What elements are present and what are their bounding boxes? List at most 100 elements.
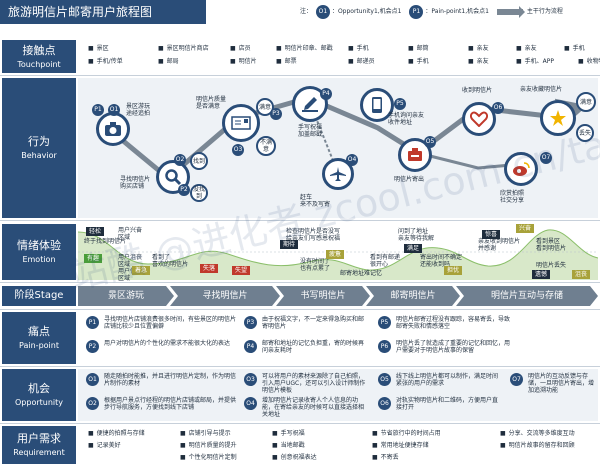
badge-o6: O6 [492,102,504,114]
requirement-label-en: Requirement [13,448,65,457]
painpoint-badge: P6 [378,340,391,353]
row-label-touchpoint: 接触点 Touchpoint [2,40,76,73]
label-no-time: 赶车 来不及写寄 [300,194,331,208]
painpoint-badge: P4 [244,340,257,353]
row-label-behavior: 行为 Behavior [2,78,76,218]
opportunity-label-en: Opportunity [14,398,63,407]
page-title: 旅游明信片邮寄用户旅程图 [0,0,206,24]
painpoint-badge: P3 [244,316,257,329]
touchpoint-item: 明信片印章、邮戳 [276,44,333,53]
airplane-icon [330,167,346,181]
requirement-item: 便捷的拍照与存储 [88,430,145,438]
postcard-icon [231,116,251,130]
label-share: 欣赏拍照 社交分享 [500,190,525,204]
row-label-stage: 阶段Stage [2,286,76,306]
node-satisfied: 满意 [256,98,274,116]
badge-p5: P5 [394,98,406,110]
opportunity-text: 明信片的互动反馈与存储，一旦明信片寄出，增加追溯功能 [528,373,595,394]
node-no-time [322,158,354,190]
legend-opportunity-badge: O1 [315,4,330,19]
touchpoint-item: 邮筒 [408,44,429,53]
requirement-item: 记录美好 [88,442,121,450]
behavior-label-en: Behavior [21,151,57,160]
requirement-item: 创意祝福表达 [272,454,317,462]
opportunity-badge: O1 [86,373,99,386]
legend-painpoint-text: ：Pain-point1,机会点1 [425,8,489,15]
node-lost: 丢失 [576,124,594,142]
row-label-opportunity: 机会 Opportunity [2,369,76,421]
emotion-label: 没有时间了 也有点累了 [300,258,331,272]
legend-arrow-icon [496,5,525,18]
camera-icon [105,122,121,136]
opportunity-text: 根据用户景点行经程的明信片店铺或邮局，并提供步行导航服务，方便找到线下店铺 [104,397,237,411]
stage-mail-postcard: 邮寄明信片 [366,286,460,306]
emotion-tag: 兴奋 [516,224,535,233]
opportunity-badge: O7 [510,373,523,386]
opportunity-text: 线下线上明信片都可以制作，满足时间紧张的用户的需求 [396,373,499,387]
requirement-item: 明信片质量的提升 [180,442,237,450]
painpoint-label-cn: 痛点 [28,325,50,338]
requirement-item: 常用地址便捷存储 [372,442,429,450]
opportunity-text: 可以将用户的素材来源除了自己拍照，引入用户UGC，还可以引入设计师制作明信片模板 [262,373,366,394]
touchpoint-item: 景区 [88,44,109,53]
emotion-label-en: Emotion [22,255,56,264]
opportunity-badge: O2 [86,397,99,410]
opportunity-text: 对轨实物明信片和二维码，方便用户直接打开 [396,397,499,411]
badge-o4: O4 [346,154,358,166]
touchpoint-item: 邮递员 [348,57,375,66]
search-icon [165,169,182,186]
emotion-tag: 失望 [232,266,251,275]
opportunity-badge: O5 [378,373,391,386]
node-received [462,102,496,136]
node-favorite: 满意 [576,92,596,112]
emotion-zone-excited: 用户兴奋 区域 [118,227,143,241]
requirement-label-cn: 用户需求 [17,432,61,445]
behavior-band [78,78,598,218]
touchpoint-item: 邮局 [158,57,179,66]
painpoint-badge: P1 [86,316,99,329]
painpoint-text: 由于祝福文字，不一定来得急购买和邮寄明信片 [262,316,365,330]
badge-p2: P2 [178,184,190,196]
requirement-item: 节省旅行中的时间占用 [372,430,441,438]
emotion-label: 亲友收到明信片 并感谢 [478,238,521,252]
label-ask-address: 手机询问亲友 收件地址 [388,112,425,126]
badge-o1: O1 [108,104,120,116]
node-handwrite [292,86,328,122]
node-postcard-quality [222,104,260,142]
emotion-tag: 满足 [404,244,423,253]
emotion-tag: 惊喜 [482,230,501,239]
emotion-tag: 着急 [132,266,151,275]
emotion-tag: 失落 [200,264,219,273]
requirement-item: 个性化明信片定制 [180,454,237,462]
touchpoint-item: 亲友 [468,44,489,53]
label-mail-sent: 明信片寄出 [394,176,425,183]
badge-o7: O7 [540,152,552,164]
divider [0,220,600,221]
painpoint-badge: P5 [378,316,391,329]
legend-arrow-text: ：主干行为流程 [520,8,563,15]
emotion-tag: 遗憾 [532,270,551,279]
emotion-label: 寄出时间不确定 还能收到吗 [420,254,463,268]
stage-sightseeing: 景区游玩 [78,286,174,306]
touchpoint-item: 手机 [348,44,369,53]
divider [0,75,600,76]
opportunity-text: 随走随拍时能推，并且进行明信片定制，作为明信片制作的素材 [104,373,237,387]
painpoint-label-en: Pain-point [19,341,59,350]
badge-o3: O3 [232,144,244,156]
emotion-tag: 疲惫 [326,250,345,259]
emotion-tag: 担忧 [444,266,463,275]
divider [0,309,600,310]
divider [0,282,600,283]
painpoint-band [78,312,598,364]
label-search-shop: 寻找明信片 购买店铺 [120,176,151,190]
emotion-zone-frustrated: 用户沮丧 区域 [118,254,143,268]
opportunity-text: 增加明信片记录收寄人个人信息的功能，在寄给亲友的时候可以直接选择相关地址 [262,397,365,418]
label-received: 收到明信片 [462,87,493,94]
row-label-requirement: 用户需求 Requirement [2,426,76,464]
painpoint-text: 用户对明信片的个性化的需求不能很大化的表达 [104,340,231,347]
row-label-emotion: 情绪体验 Emotion [2,224,76,280]
mailbox-icon [408,148,422,161]
painpoint-text: 寻找明信片店铺浪费很多时间，有些景区的明信片店铺比较少且位置偏僻 [104,316,237,330]
requirement-item: 当地邮戳 [272,442,305,450]
star-icon [550,110,566,126]
